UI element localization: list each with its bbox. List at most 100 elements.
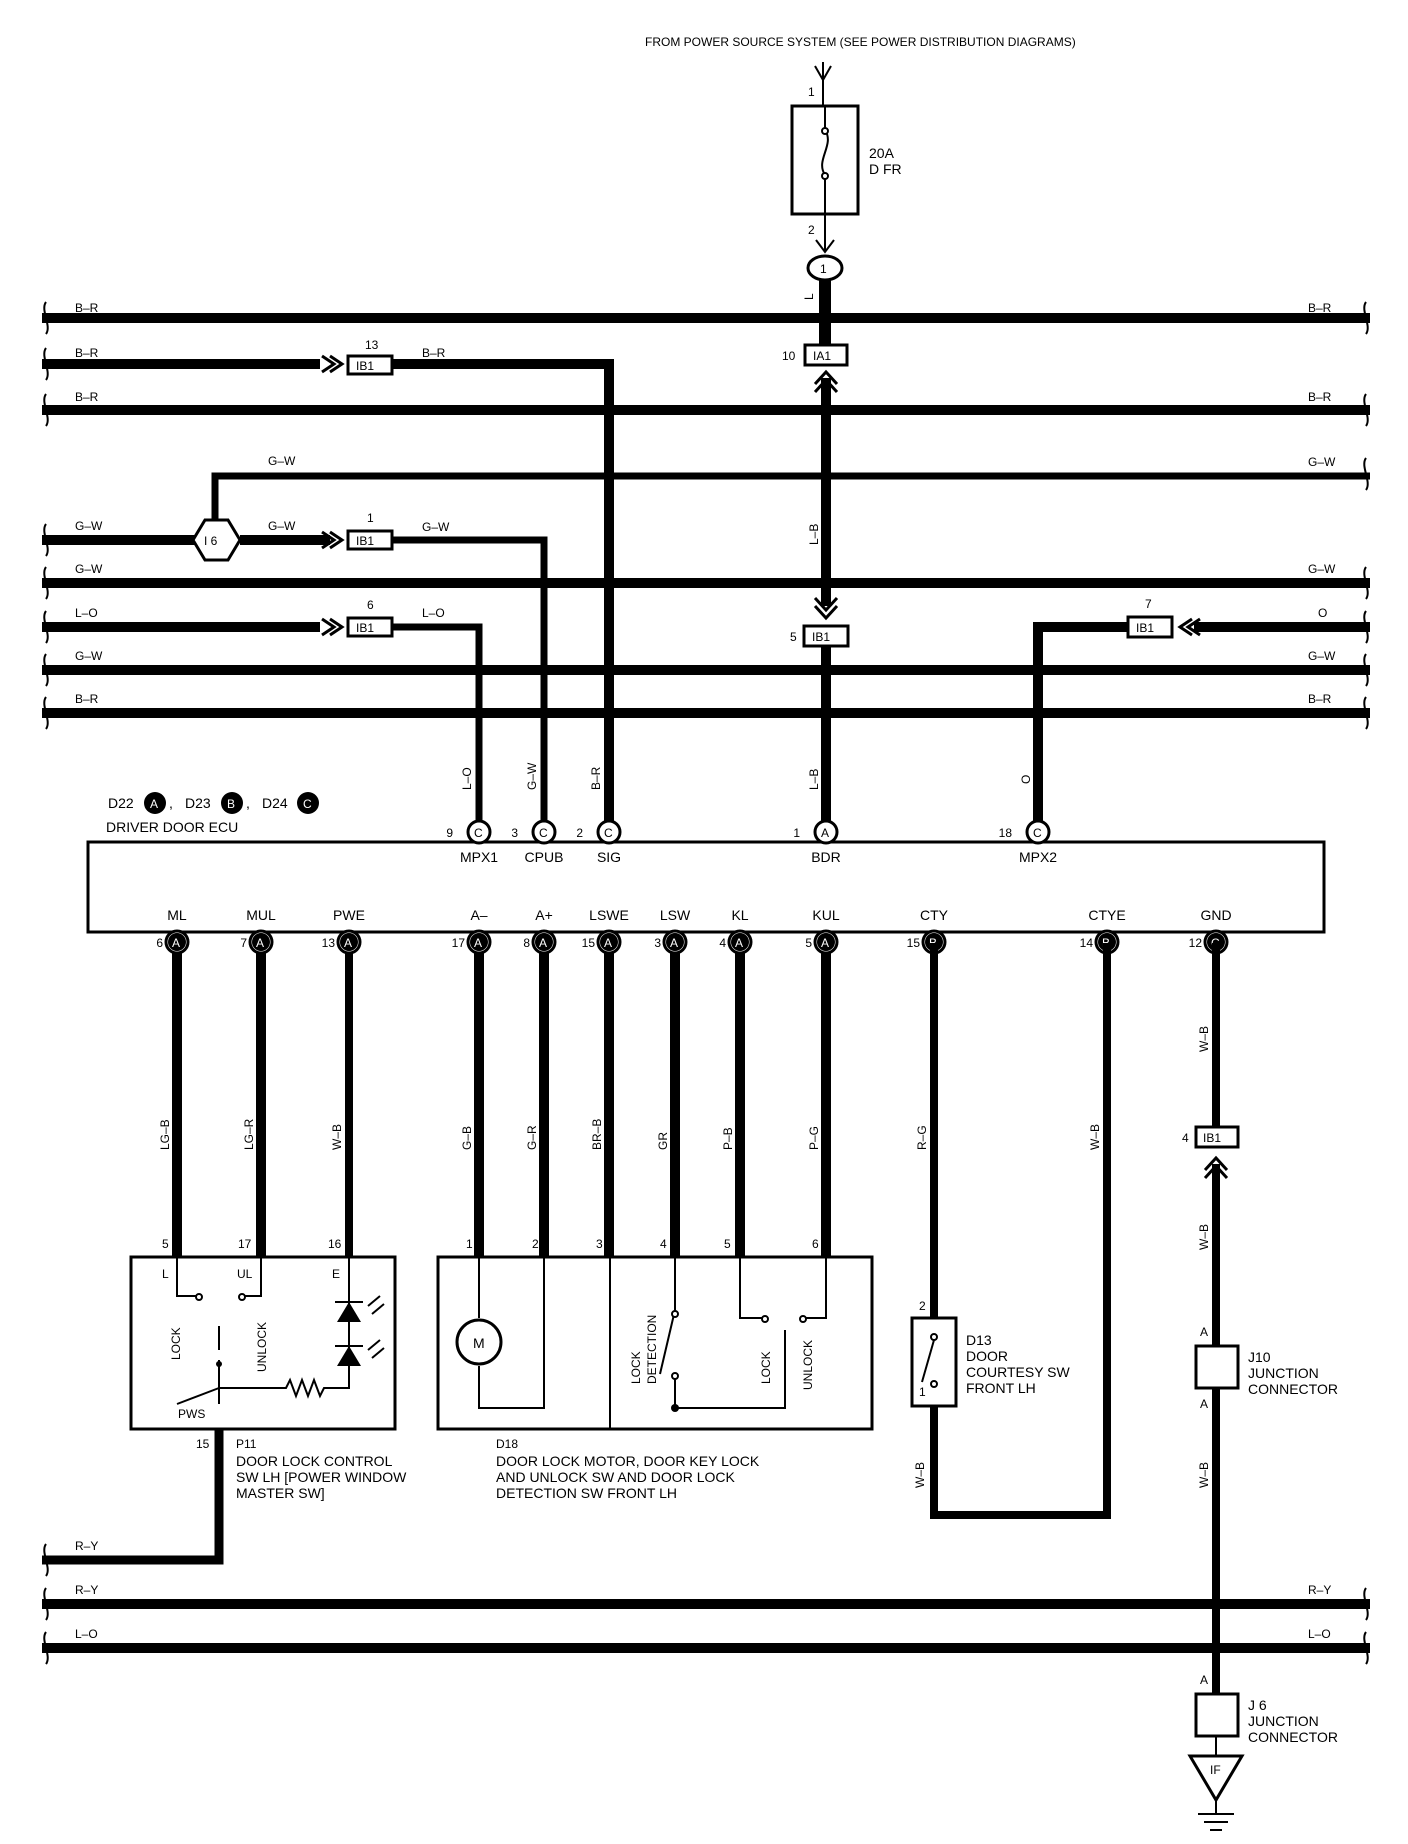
ecu-bottom-pin-conn: A <box>256 936 264 950</box>
bus-2-left: B–R <box>75 346 99 360</box>
svg-text:1: 1 <box>367 511 374 525</box>
ecu-bottom-pin-conn: A <box>670 936 678 950</box>
ib1-connector-1: IB1 1 <box>321 511 394 551</box>
ib1-gnd-connector: IB1 4 <box>1182 1125 1240 1149</box>
ecu-bottom-pin-num: 15 <box>907 936 921 950</box>
ecu-top-pin-label: SIG <box>597 849 621 865</box>
p11-led-rays <box>367 1295 385 1359</box>
ecu-bottom-pin-label: CTYE <box>1088 907 1125 923</box>
d13-contact-bottom <box>930 1380 938 1388</box>
ecu-bottom-pin-label: LSW <box>660 907 691 923</box>
lower-bus-breaks <box>43 1587 1369 1665</box>
ecu-bottom-pin-fill <box>600 933 618 951</box>
ground-symbol <box>1198 1800 1234 1831</box>
p11-lock: LOCK <box>169 1327 183 1360</box>
ecu-top-pin-num: 3 <box>511 826 518 840</box>
d18-kul-contact <box>799 1315 807 1323</box>
svg-text:D22: D22 <box>108 795 134 811</box>
j10-pin-bottom: A <box>1200 1397 1208 1411</box>
svg-text:4: 4 <box>660 1237 667 1251</box>
lower-bus-3-left: L–O <box>75 1627 98 1641</box>
j10-code: J10 <box>1248 1349 1271 1365</box>
svg-text:IB1: IB1 <box>356 359 374 373</box>
ecu-top-pin-mpx2 <box>1025 819 1051 845</box>
ecu-top-pin-conn: C <box>1033 826 1042 840</box>
p11-lock-contact <box>195 1293 203 1301</box>
ecu-bottom-pin-num: 3 <box>654 936 661 950</box>
mpx1-wire-stripe <box>392 626 480 828</box>
bus-6-right: G–W <box>1308 562 1336 576</box>
p11-unlock-contact <box>238 1293 246 1301</box>
ib1-connector-13: IB1 13 <box>321 338 394 376</box>
d18-box <box>436 1255 874 1431</box>
ecu-bottom-wire-label: R–G <box>915 1125 929 1150</box>
ib1-connector-6: IB1 6 <box>321 598 394 638</box>
d18-kl-contact <box>761 1315 769 1323</box>
d18-kl-wire <box>739 1257 763 1319</box>
ecu-bottom-pin-num: 14 <box>1080 936 1094 950</box>
ecu-bottom-pin-num: 12 <box>1189 936 1203 950</box>
ecu-bottom-pin-num: 13 <box>322 936 336 950</box>
ecu-bottom-wire-label: W–B <box>1088 1124 1102 1150</box>
lower-bus-1-left: R–Y <box>75 1539 98 1553</box>
bus-6-left: G–W <box>75 562 103 576</box>
p11-desc-1: DOOR LOCK CONTROL <box>236 1453 393 1469</box>
ecu-bottom-pin-label: KUL <box>812 907 839 923</box>
d18-desc-2: AND UNLOCK SW AND DOOR LOCK <box>496 1469 735 1485</box>
d13-pin-1: 1 <box>919 1385 926 1399</box>
svg-text:5: 5 <box>790 630 797 644</box>
bus-4-right: G–W <box>1308 455 1336 469</box>
source-arrow <box>814 65 832 83</box>
j10-pin: A <box>1200 1325 1208 1339</box>
fuse-name: D FR <box>869 161 902 177</box>
bus-1-right: B–R <box>1308 301 1332 315</box>
lower-bus-2-right: R–Y <box>1308 1583 1331 1597</box>
ecu-bottom-pins: MLA6LG–BMULA7LG–RPWEA13W–BA–A17G–BA+A8G–… <box>156 907 1232 1257</box>
p11-switch-pivot <box>216 1361 222 1367</box>
bus-7-right: O <box>1318 606 1327 620</box>
ecu-top-pin-label: MPX2 <box>1019 849 1057 865</box>
ia1-connector: IA1 10 <box>782 343 849 367</box>
d18-unlock: UNLOCK <box>801 1340 815 1390</box>
svg-text:B: B <box>227 797 235 811</box>
svg-text:IB1: IB1 <box>812 630 830 644</box>
sig-wire <box>392 359 614 828</box>
p11-ry-wire <box>42 1430 224 1565</box>
ecu-top-pin-conn: C <box>604 826 613 840</box>
d18-detection-pivot <box>671 1372 679 1380</box>
d18-desc-1: DOOR LOCK MOTOR, DOOR KEY LOCK <box>496 1453 760 1469</box>
d13-desc-2: COURTESY SW <box>966 1364 1071 1380</box>
ib1-gnd-wire-below: W–B <box>1197 1224 1211 1250</box>
ecu-bottom-pin-conn: A <box>821 936 829 950</box>
ib1-5-arrow <box>813 596 839 621</box>
svg-text:13: 13 <box>365 338 379 352</box>
svg-text:,: , <box>169 795 173 811</box>
p11-desc-3: MASTER SW] <box>236 1485 325 1501</box>
svg-text:1: 1 <box>466 1237 473 1251</box>
lb-wire-label: L–B <box>807 524 821 545</box>
bus-5-left: G–W <box>75 519 103 533</box>
d18-lock-detection-2: DETECTION <box>645 1315 659 1384</box>
o-bus-break <box>1363 610 1369 644</box>
i6-junction <box>191 518 242 562</box>
ib1-connector-7: IB1 7 <box>1126 597 1201 639</box>
p11-inner-l: L <box>162 1267 169 1281</box>
p11-pin-17: 17 <box>238 1237 252 1251</box>
svg-text:C: C <box>303 797 312 811</box>
d18-common-node <box>671 1404 679 1412</box>
p11-desc-2: SW LH [POWER WINDOW <box>236 1469 407 1485</box>
cpub-wire-stripe <box>392 539 545 828</box>
j10-box <box>1194 1344 1240 1390</box>
ecu-bottom-pin-num: 6 <box>156 936 163 950</box>
p11-inner-ul: UL <box>237 1267 253 1281</box>
fuse-pin-1: 1 <box>808 85 815 99</box>
ecu-bottom-pin-conn: A <box>604 936 612 950</box>
svg-text:3: 3 <box>596 1237 603 1251</box>
ecu-bottom-pin-label: MUL <box>246 907 276 923</box>
j10-desc-2: CONNECTOR <box>1248 1381 1338 1397</box>
ecu-bottom-wire-label: W–B <box>1197 1026 1211 1052</box>
j6-box <box>1194 1692 1240 1738</box>
p11-unlock: UNLOCK <box>255 1322 269 1372</box>
